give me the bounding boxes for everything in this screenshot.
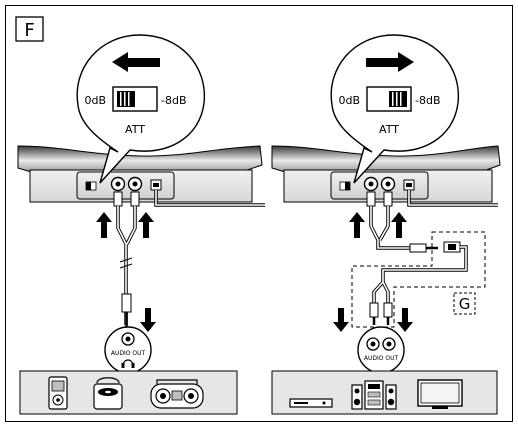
left-panel: 0dB -8dB ATT AUDIO OU: [17, 34, 265, 415]
audio-out-label-left: AUDIO OUT: [111, 350, 146, 357]
switch-label-0db-right: 0dB: [338, 94, 360, 107]
switch-name-att-left: ATT: [125, 123, 145, 136]
arrow-left-icon: [112, 52, 160, 72]
switch-label-minus8db-right: -8dB: [415, 94, 441, 107]
switch-knob-right: [389, 91, 407, 107]
power-cable-left: [155, 190, 265, 206]
arrow-up-icon: [391, 212, 407, 238]
boombox-icon: [150, 379, 204, 409]
portable-cd-player-icon: [93, 377, 123, 410]
switch-label-0db-left: 0dB: [84, 94, 106, 107]
switch-name-att-right: ATT: [379, 123, 399, 136]
arrow-up-icon: [349, 212, 365, 238]
adapter-dashed-outline: [351, 231, 486, 328]
tv-icon: [417, 379, 463, 409]
hifi-system-icon: [351, 380, 397, 410]
switch-knob-left: [117, 91, 135, 107]
rca-to-35mm-cable-left: [113, 191, 140, 330]
switch-label-minus8db-left: -8dB: [161, 94, 187, 107]
arrow-right-icon: [366, 52, 414, 72]
figure-label: F: [24, 20, 34, 41]
figure-label-box: [15, 16, 44, 42]
arrow-down-icon: [397, 308, 413, 332]
arrow-up-icon: [96, 212, 112, 238]
speaker-base-right: [271, 145, 501, 203]
arrow-down-icon: [140, 308, 156, 332]
audio-out-port-right: AUDIO OUT: [357, 326, 405, 374]
att-switch-magnifier-right: 0dB -8dB ATT: [330, 34, 460, 184]
audio-out-label-right: AUDIO OUT: [364, 355, 399, 362]
right-panel: 0dB -8dB ATT: [271, 34, 501, 415]
att-switch-magnifier-left: 0dB -8dB ATT: [76, 34, 206, 184]
adapter-label-g: G: [459, 295, 471, 313]
arrow-down-icon: [333, 308, 349, 332]
mp3-player-icon: [48, 376, 68, 410]
speaker-base-left: [17, 145, 263, 203]
rca-to-35mm-cable-right: [366, 191, 438, 253]
audio-out-port-left: AUDIO OUT: [104, 326, 152, 374]
dvd-player-icon: [289, 398, 333, 408]
power-cable-right: [408, 190, 498, 206]
adapter-cable-g: [351, 231, 486, 328]
arrow-up-icon: [138, 212, 154, 238]
adapter-label-box: [453, 292, 476, 315]
